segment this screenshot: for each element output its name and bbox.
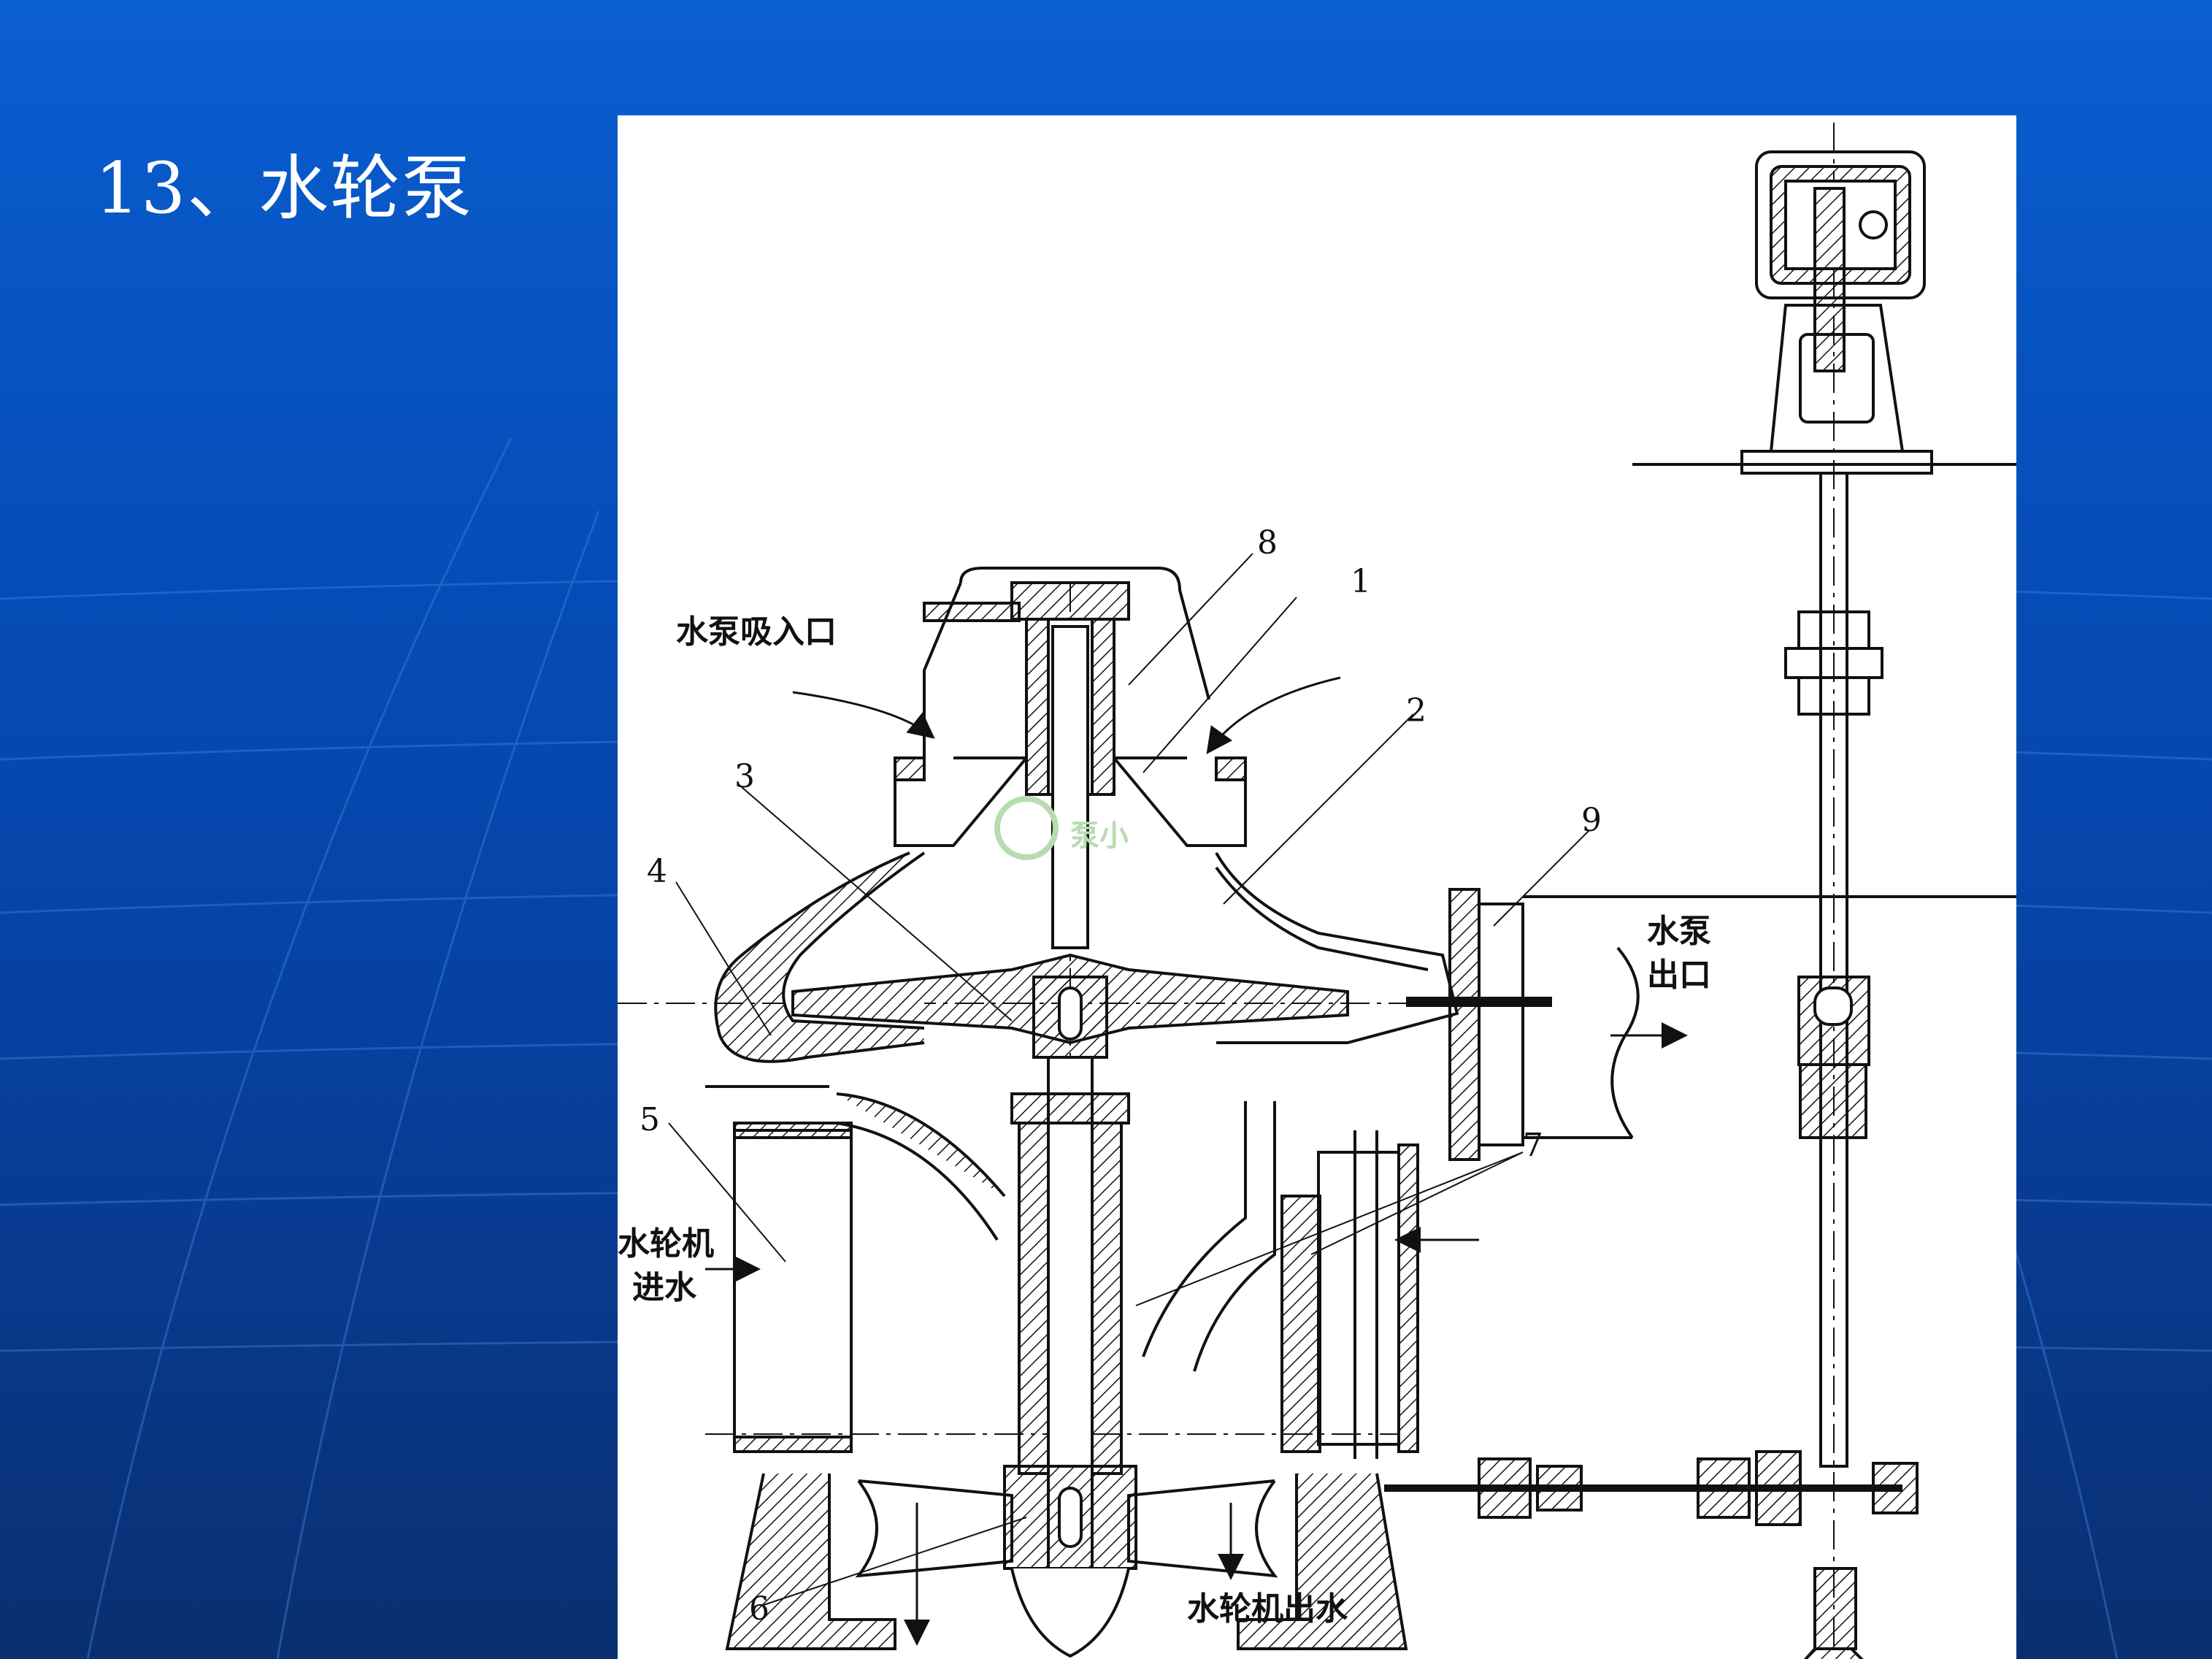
watermark-text: 泵小	[1070, 819, 1129, 853]
part-number-3: 3	[734, 758, 755, 795]
part-number-9: 9	[1581, 802, 1602, 839]
label-turbine-outlet: 水轮机出水	[1187, 1590, 1348, 1628]
label-turbine-inlet-line1: 水轮机	[618, 1225, 714, 1263]
part-number-7: 7	[1523, 1127, 1543, 1164]
label-turbine-inlet-line2: 进水	[632, 1269, 697, 1306]
part-number-6: 6	[749, 1590, 769, 1628]
part-number-2: 2	[1406, 692, 1426, 729]
water-turbine-pump-figure: 8 1 2 3 4 5 6 7 9 水泵吸入口 水泵 出口 水轮机 进水 水轮机…	[618, 115, 2016, 1659]
label-pump-suction: 水泵吸入口	[676, 613, 837, 651]
slide-title: 13、水轮泵	[95, 147, 474, 229]
label-pump-outlet-line1: 水泵	[1647, 913, 1711, 950]
label-pump-outlet-line2: 出口	[1647, 957, 1711, 994]
part-number-4: 4	[647, 853, 667, 890]
part-number-1: 1	[1351, 563, 1371, 600]
turbine-pump-cross-section-diagram: 8 1 2 3 4 5 6 7 9 水泵吸入口 水泵 出口 水轮机 进水 水轮机…	[618, 123, 2016, 1659]
watermark-logo-icon	[994, 796, 1059, 860]
part-number-5: 5	[640, 1101, 660, 1138]
part-number-8: 8	[1257, 524, 1278, 562]
